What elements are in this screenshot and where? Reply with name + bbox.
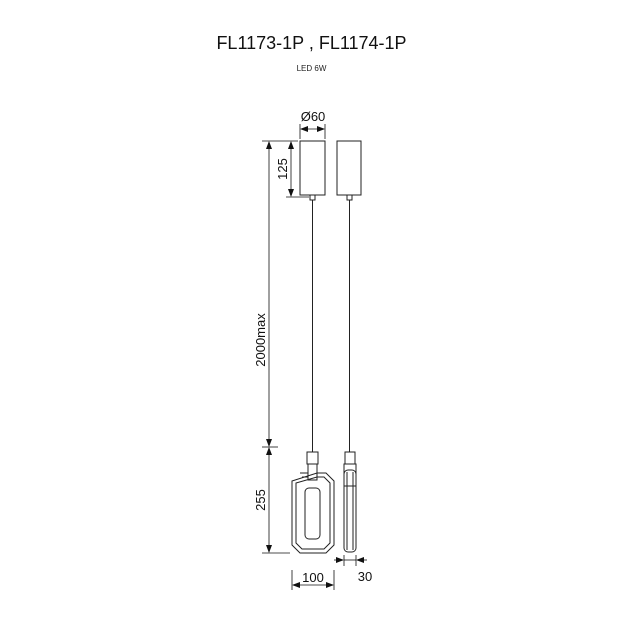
canopy-height-label: 125: [275, 158, 290, 180]
pendant-frame-inner: [295, 476, 331, 550]
pendant-height-label: 255: [253, 489, 268, 511]
canopy-connector-front: [309, 194, 316, 201]
diameter-label: Ø60: [301, 109, 326, 124]
canopy-front: [299, 140, 326, 196]
pendant-depth-label: 30: [358, 569, 372, 584]
pendant-clip-side: [343, 463, 357, 487]
pendant-connector-front: [306, 451, 319, 465]
cord-length-label: 2000max: [253, 313, 268, 367]
canopy-connector-side: [346, 194, 353, 201]
pendant-connector-side: [344, 451, 356, 465]
pendant-body-side: [343, 469, 357, 553]
pendant-width-label: 100: [302, 570, 324, 585]
canopy-side: [336, 140, 362, 196]
pendant-clip-front: [307, 463, 318, 481]
pendant-frame-outer: [291, 472, 335, 554]
drawing-title: FL1173-1P , FL1174-1P: [216, 33, 407, 53]
pendant-opening: [304, 487, 321, 540]
drawing-subtitle: LED 6W: [296, 64, 327, 73]
